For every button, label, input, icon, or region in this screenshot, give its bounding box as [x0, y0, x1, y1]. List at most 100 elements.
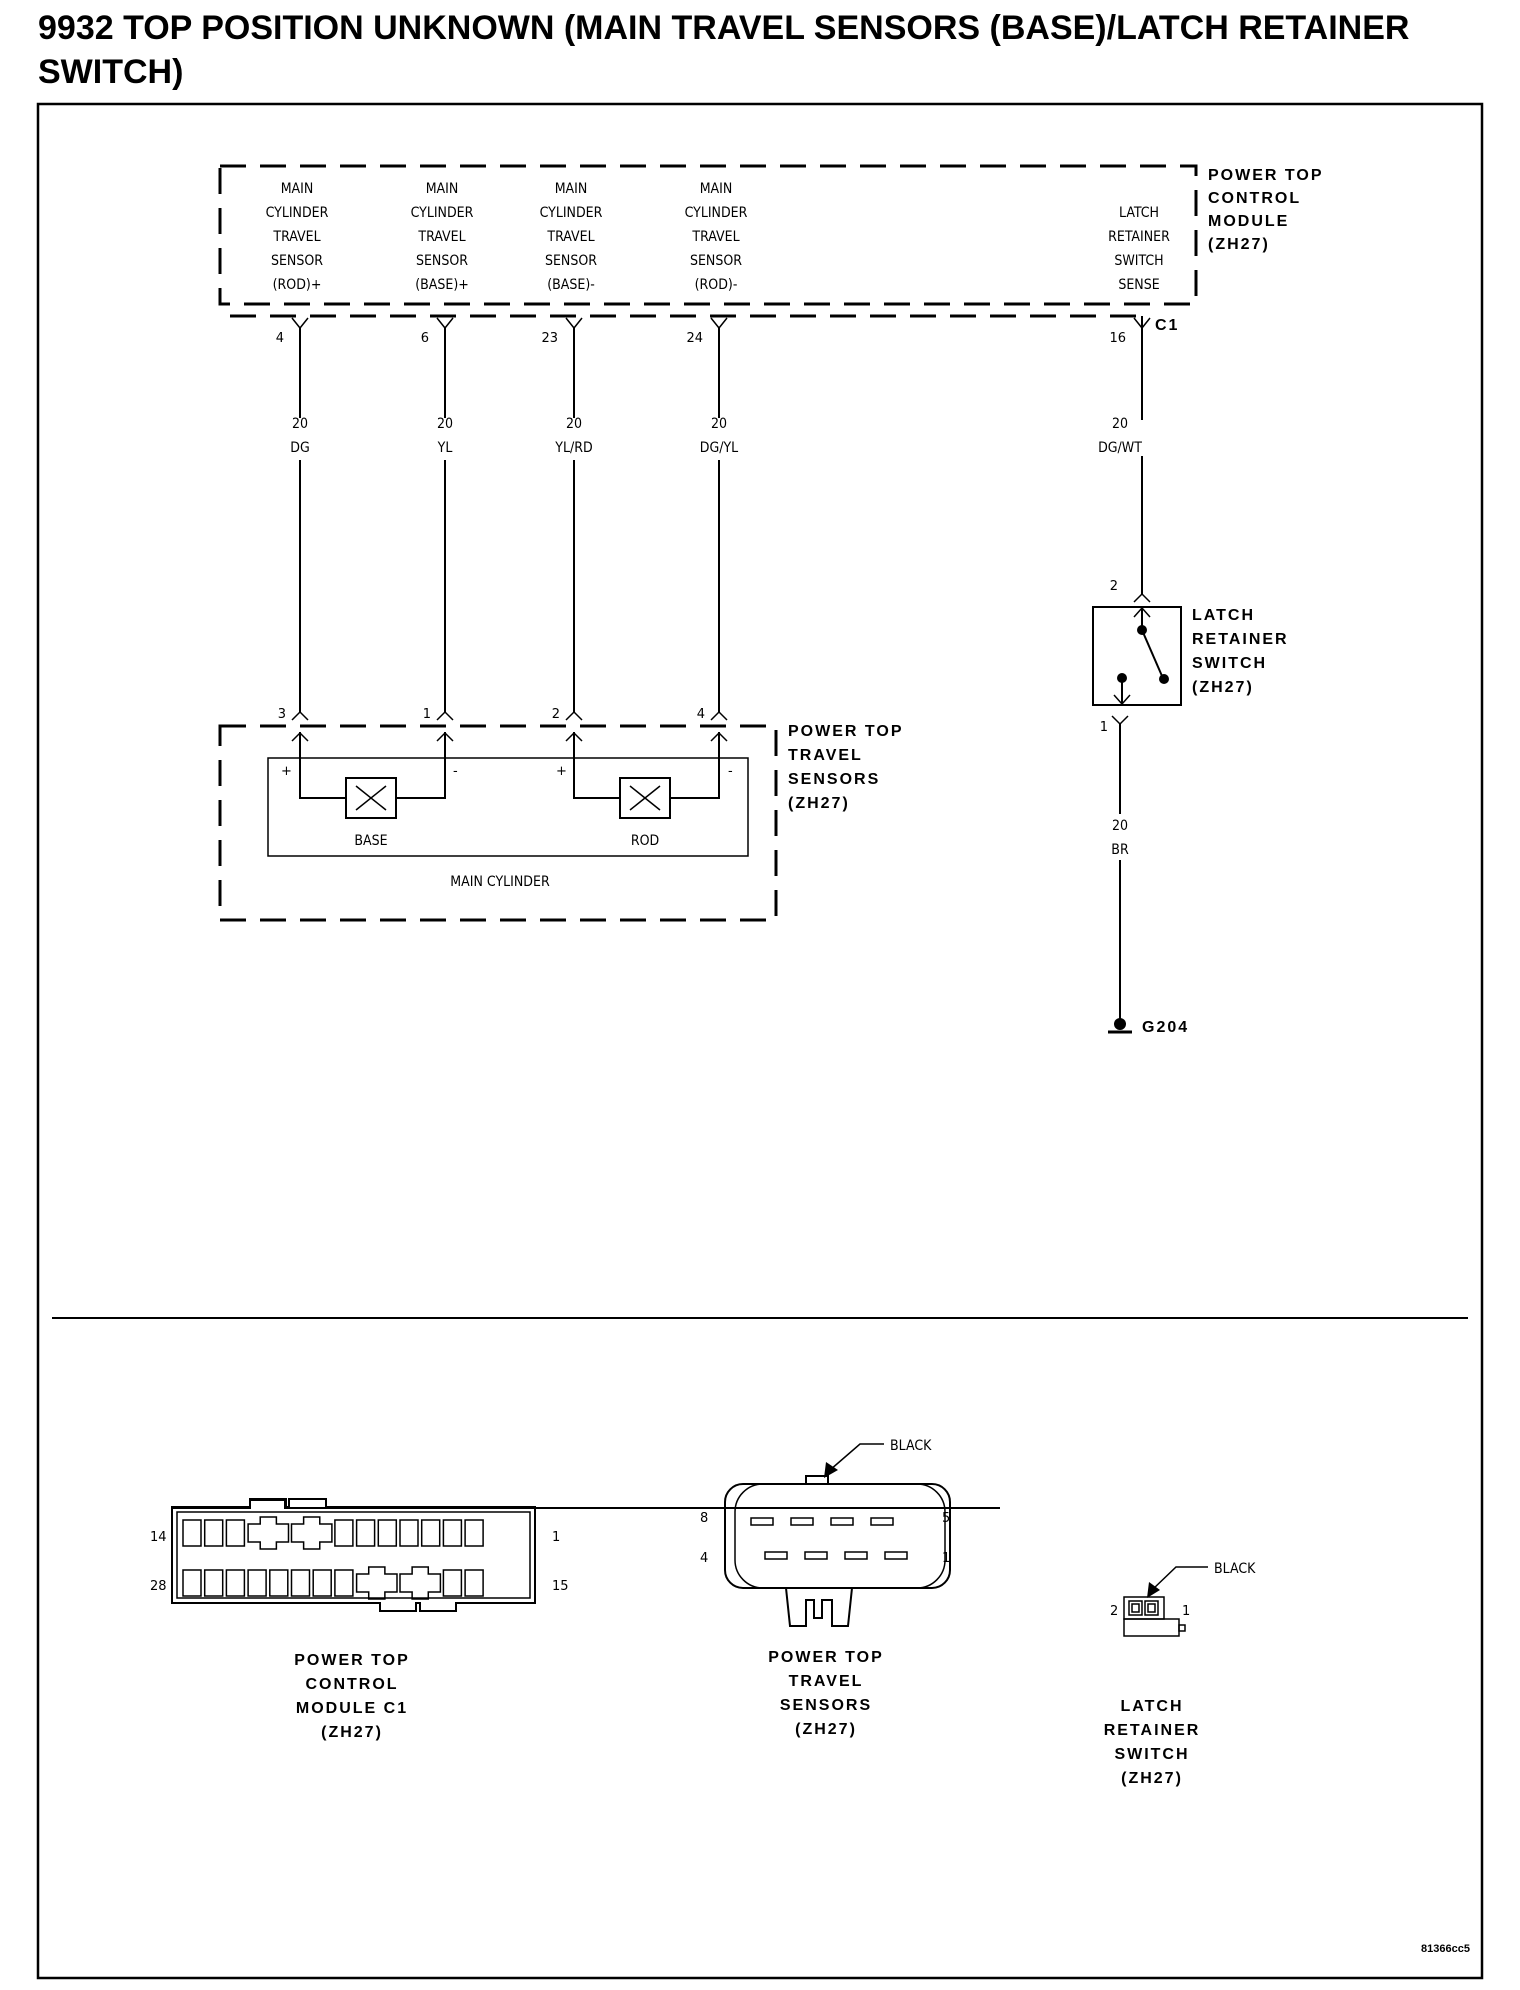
- module-pin-label-line: LATCH: [1119, 205, 1159, 221]
- module-pin-number: 16: [1109, 331, 1126, 346]
- ground-wire-gauge: 20: [1112, 818, 1128, 834]
- module-pin-label-line: MAIN: [555, 181, 588, 197]
- terminal-blade: [764, 1551, 788, 1560]
- module-pin-label-line: CYLINDER: [685, 205, 748, 221]
- pin-cavity: [442, 1519, 463, 1547]
- module-pin-label-line: SENSE: [1118, 277, 1159, 293]
- control-module-box: [218, 164, 1198, 318]
- pin-cavity: [225, 1519, 246, 1547]
- connector-view-travel-sensors: [724, 1443, 951, 1627]
- pin-label: 15: [552, 1579, 569, 1594]
- polarity-label: -: [453, 764, 458, 779]
- polarity-label: +: [281, 764, 292, 779]
- connector-terminal: [291, 317, 309, 330]
- caption-line: SWITCH: [1114, 1746, 1189, 1763]
- wire-gauge: 20: [566, 416, 582, 432]
- caption-line: POWER TOP: [768, 1649, 884, 1666]
- terminal-blade: [870, 1517, 894, 1526]
- module-pin-labels: MAIN CYLINDER TRAVEL SENSOR (ROD)+ MAIN CYLIND…: [266, 181, 1171, 293]
- pin-label: 1: [1182, 1604, 1190, 1619]
- figure-id: 81366cc5: [1421, 1943, 1470, 1955]
- caption-line: (ZH27): [321, 1724, 383, 1741]
- ground-wire-color: BR: [1111, 842, 1129, 858]
- pin-cavity: [247, 1569, 267, 1597]
- pin-cavity: [182, 1569, 202, 1597]
- pin-cavity-keyed: [290, 1516, 333, 1550]
- sensor-name-line: TRAVEL: [788, 747, 863, 764]
- pin-cavity: [203, 1519, 224, 1547]
- module-pin-label-line: RETAINER: [1108, 229, 1170, 245]
- pin-label: 2: [1110, 1604, 1118, 1619]
- base-sensor: [299, 732, 446, 819]
- connector-terminal: [710, 317, 728, 330]
- pin-label: 1: [552, 1530, 560, 1545]
- pin-cavity: [420, 1519, 441, 1547]
- module-pin-label-line: TRAVEL: [272, 229, 320, 245]
- page-title: 9932 TOP POSITION UNKNOWN (MAIN TRAVEL S…: [38, 9, 1410, 91]
- module-pin-number: 4: [276, 331, 284, 346]
- wire-color: DG/YL: [700, 440, 738, 456]
- caption-line: TRAVEL: [789, 1673, 864, 1690]
- connector-view-module-c1: [171, 1498, 1000, 1612]
- connector-latch-caption: LATCH RETAINER SWITCH (ZH27): [1104, 1698, 1199, 1787]
- switch-name-line: LATCH: [1192, 607, 1255, 624]
- pin-cavity: [203, 1569, 224, 1597]
- pin-label: 1: [942, 1551, 950, 1566]
- module-pin-label-line: TRAVEL: [417, 229, 465, 245]
- pin-cavity-keyed: [399, 1566, 442, 1600]
- sensor-pin-number: 4: [697, 707, 705, 722]
- connector-c1-caption: POWER TOP CONTROL MODULE C1 (ZH27): [294, 1652, 408, 1741]
- pin-cavity: [355, 1519, 376, 1547]
- module-pin-label-line: MAIN: [426, 181, 459, 197]
- module-name-line: POWER TOP: [1208, 167, 1324, 184]
- connector-terminal: [291, 710, 309, 721]
- terminal-blade: [804, 1551, 828, 1560]
- latch-switch-title: LATCH RETAINER SWITCH (ZH27): [1192, 607, 1287, 696]
- connector-terminal: [436, 710, 454, 721]
- wire-gauge: 20: [292, 416, 308, 432]
- caption-line: MODULE C1: [296, 1700, 408, 1717]
- pin-label: 4: [700, 1551, 708, 1566]
- module-pin-label-line: SENSOR: [690, 253, 742, 269]
- pin-label: 5: [942, 1511, 950, 1526]
- pin-cavity-keyed: [247, 1516, 290, 1550]
- main-cylinder-label: MAIN CYLINDER: [450, 874, 550, 890]
- module-pin-label-line: TRAVEL: [691, 229, 739, 245]
- color-label: BLACK: [890, 1438, 932, 1454]
- wire-gauge: 20: [1112, 416, 1128, 432]
- module-pin-label-line: (ROD)+: [273, 277, 322, 293]
- pin-label: 8: [700, 1511, 708, 1526]
- caption-line: CONTROL: [305, 1676, 398, 1693]
- terminal-blade: [830, 1517, 854, 1526]
- connector-terminal: [710, 710, 728, 721]
- wire-gauge: 20: [437, 416, 453, 432]
- caption-line: (ZH27): [1121, 1770, 1183, 1787]
- wire-color: YL: [437, 440, 453, 456]
- rod-sensor: [573, 732, 720, 819]
- latch-switch-symbol: [1092, 606, 1182, 706]
- module-pin-label-line: SWITCH: [1114, 253, 1163, 269]
- wire-color: DG/WT: [1098, 440, 1142, 456]
- wire-color: YL/RD: [554, 440, 592, 456]
- module-pin-number: 6: [421, 331, 429, 346]
- sensor-name-line: POWER TOP: [788, 723, 904, 740]
- switch-pin-2: 2: [1110, 579, 1118, 594]
- module-pin-label-line: (ROD)-: [695, 277, 738, 293]
- module-pin-number: 24: [686, 331, 703, 346]
- module-pin-label-line: (BASE)+: [415, 277, 469, 293]
- connector-terminal: [565, 710, 583, 721]
- module-pin-label-line: CYLINDER: [411, 205, 474, 221]
- pin-cavity: [225, 1569, 246, 1597]
- switch-name-line: SWITCH: [1192, 655, 1267, 672]
- sensor-label-rod: ROD: [631, 833, 659, 849]
- module-pin-label-line: TRAVEL: [546, 229, 594, 245]
- connector-ts-caption: POWER TOP TRAVEL SENSORS (ZH27): [768, 1649, 884, 1738]
- ground-label: G204: [1142, 1019, 1189, 1036]
- pin-cavity-keyed: [355, 1566, 398, 1600]
- connector-id-c1: C1: [1155, 317, 1179, 334]
- sensor-label-base: BASE: [354, 833, 387, 849]
- pin-cavity: [312, 1569, 332, 1597]
- module-pin-label-line: CYLINDER: [540, 205, 603, 221]
- module-pin-label-line: SENSOR: [545, 253, 597, 269]
